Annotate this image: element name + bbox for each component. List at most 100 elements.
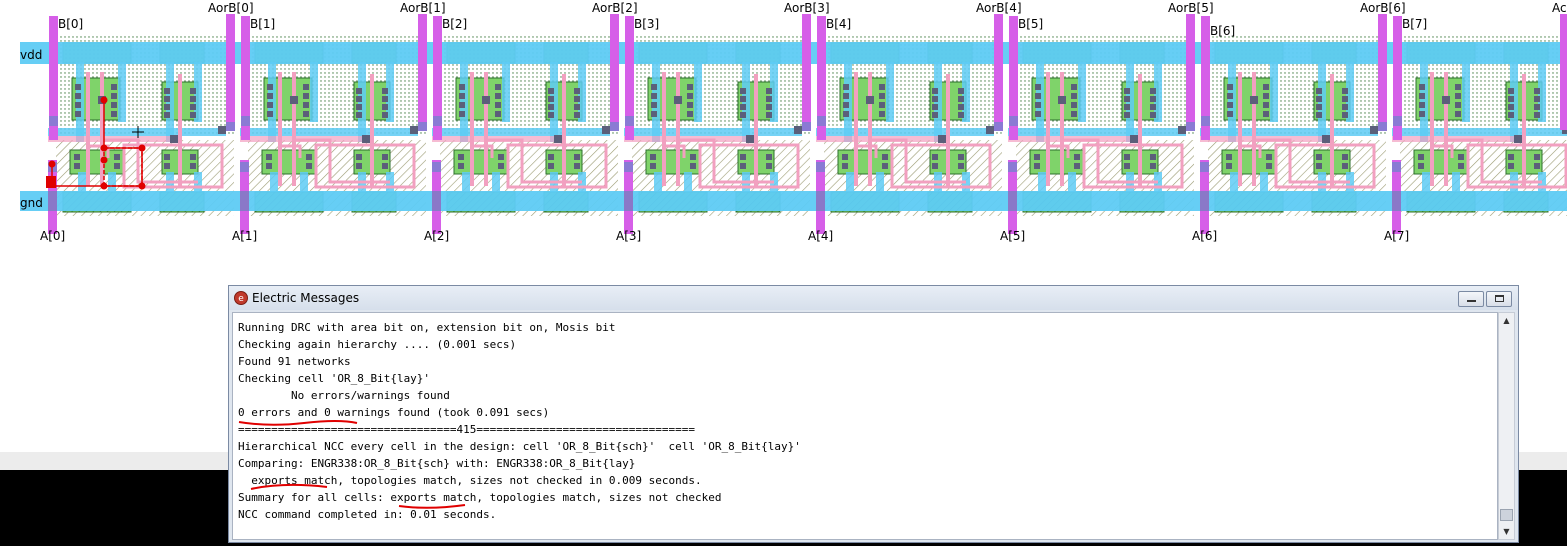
contact bbox=[882, 154, 888, 160]
selection-anchor bbox=[46, 176, 56, 188]
via-aorb bbox=[418, 122, 427, 131]
contact bbox=[356, 154, 362, 160]
contact bbox=[382, 154, 388, 160]
crosshair-cursor-icon bbox=[132, 126, 144, 138]
messages-window[interactable]: e Electric Messages Running DRC with are… bbox=[228, 285, 1519, 543]
messages-scrollbar[interactable]: ▲ ▼ bbox=[1498, 312, 1515, 540]
gate-contact bbox=[1250, 96, 1258, 104]
metal1-strap bbox=[270, 172, 278, 192]
metal1-strap bbox=[654, 172, 662, 192]
contact bbox=[1226, 154, 1232, 160]
contact bbox=[740, 154, 746, 160]
poly-loop bbox=[314, 143, 416, 189]
output-contact bbox=[1178, 126, 1186, 134]
layout-canvas[interactable]: vddgndB[0]AorB[0]B[1]AorB[1]B[2]AorB[2]B… bbox=[0, 0, 1567, 460]
contact bbox=[574, 154, 580, 160]
metal1-interconnect bbox=[1200, 128, 1378, 136]
pin-label-b: B[7] bbox=[1402, 17, 1427, 31]
message-line: exports match, topologies match, sizes n… bbox=[238, 474, 702, 487]
contact bbox=[766, 104, 772, 110]
metal2-pin-b bbox=[433, 16, 442, 140]
contact bbox=[932, 88, 938, 94]
contact bbox=[382, 163, 388, 169]
contact bbox=[1263, 111, 1269, 117]
metal2-pin-b bbox=[49, 16, 58, 140]
contact bbox=[690, 163, 696, 169]
scroll-thumb[interactable] bbox=[1500, 509, 1513, 521]
message-line: Found 91 networks bbox=[238, 355, 351, 368]
contact bbox=[190, 104, 196, 110]
contact bbox=[1455, 102, 1461, 108]
contact bbox=[1418, 163, 1424, 169]
contact bbox=[303, 84, 309, 90]
minimize-button[interactable] bbox=[1458, 291, 1484, 307]
contact bbox=[879, 102, 885, 108]
contact bbox=[356, 88, 362, 94]
contact bbox=[740, 163, 746, 169]
metal1-strap bbox=[300, 172, 308, 192]
metal1-strap bbox=[1462, 62, 1470, 122]
contact bbox=[740, 104, 746, 110]
metal2-pin-aorb bbox=[994, 14, 1003, 130]
contact bbox=[687, 102, 693, 108]
via-a bbox=[1392, 162, 1401, 172]
metal1-strap bbox=[962, 62, 970, 122]
scroll-up-icon[interactable]: ▲ bbox=[1503, 316, 1510, 325]
contact bbox=[651, 111, 657, 117]
contact bbox=[459, 111, 465, 117]
metal1-strap bbox=[770, 62, 778, 122]
poly-loop bbox=[122, 143, 224, 189]
metal1-strap bbox=[1538, 62, 1546, 122]
metal2-pin-aorb-partial bbox=[1560, 14, 1567, 130]
scroll-down-icon[interactable]: ▼ bbox=[1503, 527, 1510, 536]
contact bbox=[1455, 111, 1461, 117]
contact bbox=[1534, 163, 1540, 169]
metal1-strap bbox=[684, 172, 692, 192]
pin-label-a: A[5] bbox=[1000, 229, 1025, 243]
contact bbox=[267, 102, 273, 108]
messages-text-area[interactable]: Running DRC with area bit on, extension … bbox=[232, 312, 1498, 540]
contact bbox=[1458, 163, 1464, 169]
pin-label-a: A[2] bbox=[424, 229, 449, 243]
messages-window-titlebar[interactable]: e Electric Messages bbox=[229, 286, 1518, 310]
metal2-pin-b bbox=[1201, 16, 1210, 140]
metal1-strap bbox=[386, 62, 394, 122]
poly-bus bbox=[1008, 136, 1138, 142]
contact bbox=[958, 96, 964, 102]
contact bbox=[1419, 102, 1425, 108]
contact bbox=[574, 112, 580, 118]
contact bbox=[1455, 84, 1461, 90]
poly-gate bbox=[1238, 72, 1334, 186]
poly-loop bbox=[506, 143, 608, 189]
contact bbox=[932, 112, 938, 118]
metal1-interconnect bbox=[1008, 128, 1186, 136]
contact bbox=[1263, 93, 1269, 99]
contact bbox=[766, 112, 772, 118]
metal2-pin-aorb bbox=[226, 14, 235, 130]
metal1-strap bbox=[578, 62, 586, 122]
poly-gate bbox=[470, 72, 566, 186]
nmos-active bbox=[1413, 149, 1469, 175]
metal1-strap bbox=[1154, 62, 1162, 122]
metal1-strap bbox=[78, 172, 86, 192]
contact bbox=[1227, 111, 1233, 117]
contact bbox=[495, 93, 501, 99]
contact bbox=[266, 163, 272, 169]
via-b bbox=[1009, 116, 1018, 126]
contact bbox=[690, 154, 696, 160]
selection-handle bbox=[100, 96, 108, 104]
poly-bus bbox=[816, 136, 946, 142]
restore-button[interactable] bbox=[1486, 291, 1512, 307]
pin-label-aorb: AorB[5] bbox=[1168, 1, 1214, 15]
contact bbox=[548, 88, 554, 94]
metal1-strap bbox=[194, 62, 202, 122]
pin-label-aorb: AorB[1] bbox=[400, 1, 446, 15]
poly-bus bbox=[1200, 136, 1330, 142]
contact bbox=[766, 163, 772, 169]
via-b bbox=[241, 116, 250, 126]
via-aorb bbox=[226, 122, 235, 131]
contact bbox=[1074, 163, 1080, 169]
nmos-active bbox=[69, 149, 125, 175]
contact bbox=[932, 104, 938, 110]
pin-label-aorb: AorB[4] bbox=[976, 1, 1022, 15]
